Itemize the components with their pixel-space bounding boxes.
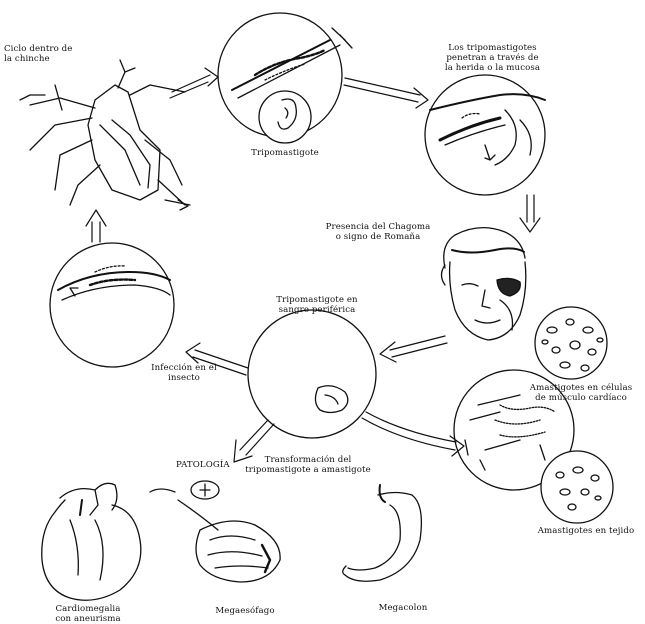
child-with-chagoma-illustration [442,228,526,340]
label-bug-infection: Infección en el insecto [145,363,223,383]
megaesophagus-illustration [150,481,280,582]
heart-cardiomegaly-illustration [42,483,141,600]
label-trypomastigote: Tripomastigote [245,148,325,158]
label-megaesophagus: Megaesófago [205,606,285,616]
cardiac-amastigotes-circle [535,307,607,379]
bite-trypomastigote-circle [218,13,352,143]
label-amastigotes-cardiac: Amastigotes en células de músculo cardía… [520,383,642,403]
label-cardiomegaly: Cardiomegalia con aneurisma [48,604,128,624]
label-bug-cycle: Ciclo dentro de la chinche [4,44,90,64]
label-megacolon: Megacolon [368,603,438,613]
label-amastigotes-tissue: Amastigotes en tejido [527,526,645,536]
label-transformation: Transformación del tripomastigote a amas… [233,455,383,475]
label-penetration: Los tripomastigotes penetran a través de… [430,43,555,73]
label-pathology: PATOLOGÍA [176,460,236,470]
blood-trypomastigote-circle [248,310,376,438]
label-blood-trypomastigote: Tripomastigote en sangre periférica [262,295,372,315]
label-chagoma: Presencia del Chagoma o signo de Romaña [318,222,438,242]
penetration-circle [425,75,545,195]
insect-infection-circle [50,243,174,367]
triatomine-bug-illustration [20,60,190,210]
megacolon-illustration [343,485,422,581]
